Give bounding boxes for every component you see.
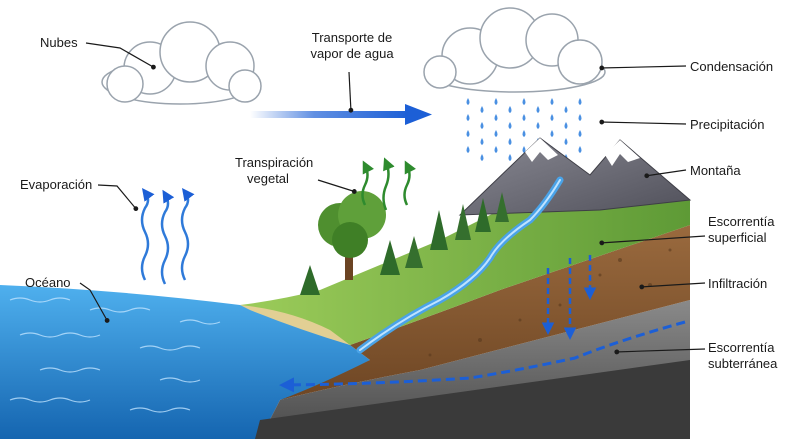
transpiration-arrows	[361, 157, 416, 211]
rain-drop	[480, 138, 484, 145]
evaporation-arrows	[140, 187, 195, 285]
label-transpiracion-vegetal: Transpiración vegetal	[235, 155, 313, 187]
mountains	[458, 137, 692, 216]
rain-drop	[466, 130, 470, 137]
label-transpiracion-line1: Transpiración	[235, 155, 314, 170]
rain-drop	[508, 122, 512, 129]
label-infiltracion: Infiltración	[708, 276, 768, 291]
rain-drop	[508, 138, 512, 145]
label-nubes: Nubes	[40, 35, 78, 50]
rain-drop	[564, 122, 568, 129]
label-transporte-line1: Transporte de	[311, 30, 393, 45]
groundwater-flow-arrow	[279, 320, 686, 393]
rock-layer	[255, 300, 690, 439]
rain-drop	[480, 122, 484, 129]
rain-drop	[578, 114, 582, 121]
rain-drop	[578, 146, 582, 153]
rain-drop	[522, 130, 526, 137]
rain-drop	[480, 106, 484, 113]
rain-drop	[466, 114, 470, 121]
vapor-transport-arrow	[250, 104, 432, 125]
cloud-left	[101, 21, 262, 105]
rain-drop	[578, 130, 582, 137]
grass-slope	[240, 195, 690, 345]
rain-drop	[466, 146, 470, 153]
rain-drop	[480, 154, 484, 161]
label-escorrentia-subterranea-line1: Escorrentía	[708, 340, 775, 355]
label-montana: Montaña	[690, 163, 741, 178]
rain-drop	[508, 154, 512, 161]
rain-drops	[466, 98, 582, 169]
label-escorrentia-superficial-line2: superficial	[708, 230, 767, 245]
rain-drop	[522, 114, 526, 121]
ocean	[0, 285, 370, 439]
rain-drop	[564, 106, 568, 113]
label-oceano: Océano	[25, 275, 71, 290]
rain-drop	[522, 146, 526, 153]
label-escorrentia-subterranea-line2: subterránea	[708, 356, 778, 371]
rain-drop	[466, 98, 470, 105]
rain-drop	[550, 114, 554, 121]
label-condensacion: Condensación	[690, 59, 774, 74]
label-escorrentia-superficial: Escorrentía superficial	[708, 214, 774, 246]
rain-drop	[550, 130, 554, 137]
cloud-right	[423, 7, 606, 93]
rain-drop	[494, 130, 498, 137]
label-transporte-vapor: Transporte de vapor de agua	[305, 30, 399, 62]
label-transporte-line2: vapor de agua	[310, 46, 394, 61]
label-transpiracion-line2: vegetal	[247, 171, 289, 186]
label-escorrentia-superficial-line1: Escorrentía	[708, 214, 775, 229]
label-precipitacion: Precipitación	[690, 117, 765, 132]
label-escorrentia-subterranea: Escorrentía subterránea	[708, 340, 777, 372]
rain-drop	[536, 106, 540, 113]
rain-drop	[494, 98, 498, 105]
leader-lines	[79, 42, 706, 355]
infiltration-arrows	[541, 255, 597, 340]
trees	[300, 191, 509, 295]
rain-drop	[494, 146, 498, 153]
rain-drop	[578, 98, 582, 105]
rain-drop	[494, 114, 498, 121]
rain-drop	[564, 138, 568, 145]
rain-drop	[522, 98, 526, 105]
rain-drop	[508, 106, 512, 113]
rain-drop	[536, 122, 540, 129]
rain-drop	[550, 98, 554, 105]
label-evaporacion: Evaporación	[20, 177, 93, 192]
